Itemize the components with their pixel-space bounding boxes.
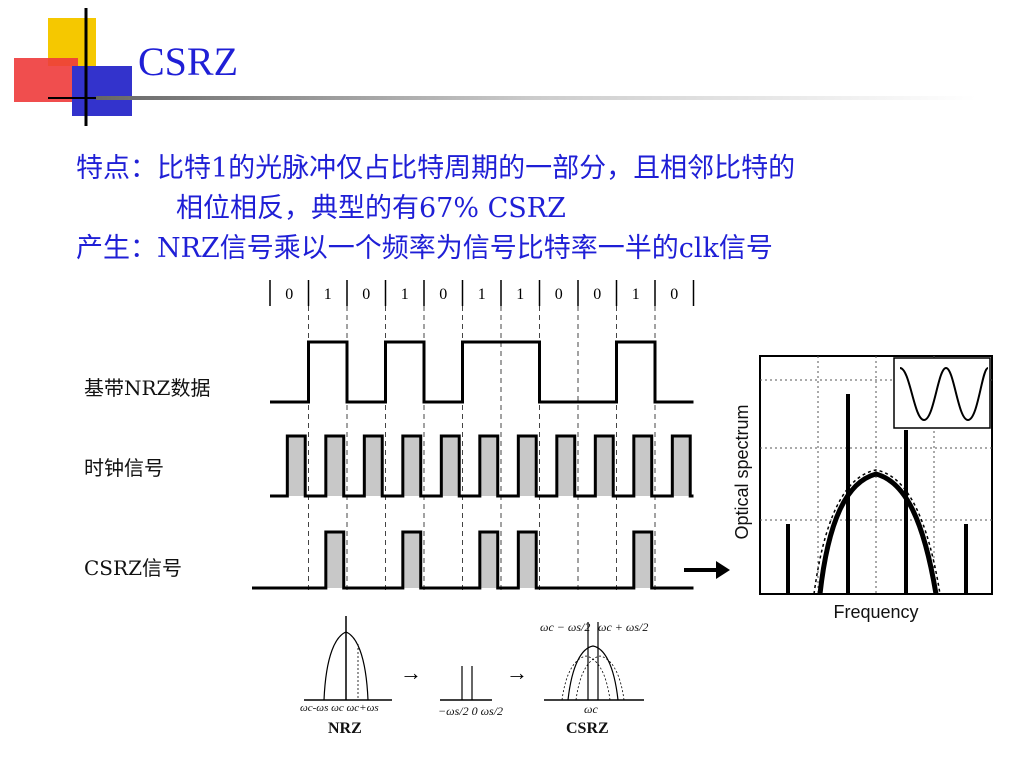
mid-arrow: → <box>506 660 528 685</box>
bit-value: 1 <box>324 286 332 303</box>
waveform-diagram: 0 1 0 1 0 1 1 0 0 1 0 <box>252 280 695 590</box>
bit-value: 0 <box>285 286 293 303</box>
bit-value: 1 <box>632 286 640 303</box>
csrz-pulse-fill <box>325 532 344 588</box>
logo-red-bar <box>14 58 78 102</box>
nrz-axis-label: ωc-ωs ωc ωc+ωs <box>300 702 379 714</box>
label-baseband: 基带NRZ数据 <box>84 376 211 400</box>
clock-pulse-fill <box>479 436 498 496</box>
csrz-bottom-label: CSRZ <box>566 720 609 737</box>
clock-pulse-fill <box>364 436 383 496</box>
mid-axis-label: −ωs/2 0 ωs/2 <box>438 704 504 718</box>
feature-text-2: 相位相反，典型的有67% CSRZ <box>176 193 566 224</box>
csrz-right-marker: ωc + ωs/2 <box>598 620 649 634</box>
clock-pulse-fill <box>556 436 575 496</box>
clock-pulse-fill <box>518 436 537 496</box>
spectrum-envelope-dashed <box>813 469 941 595</box>
mid-spectrum <box>440 666 492 701</box>
bit-value: 0 <box>670 286 678 303</box>
logo-blue-square <box>72 66 132 116</box>
feature-line-1: 特点：比特1的光脉冲仅占比特周期的一部分，且相邻比特的 <box>76 146 795 185</box>
nrz-spectrum <box>304 616 392 701</box>
csrz-pulse-fill <box>518 532 537 588</box>
csrz-pulse-fill <box>479 532 498 588</box>
generation-line: 产生：NRZ信号乘以一个频率为信号比特率一半的clk信号 <box>76 226 773 265</box>
nrz-arrow: → <box>400 660 422 685</box>
generation-text: NRZ信号乘以一个频率为信号比特率一半的clk信号 <box>157 233 773 264</box>
spectrum-plot: Optical spectrum Frequency <box>732 355 993 622</box>
bit-value: 1 <box>478 286 486 303</box>
csrz-left-marker: ωc − ωs/2 <box>540 620 591 634</box>
clock-pulse-fill <box>287 436 306 496</box>
bit-value: 0 <box>439 286 447 303</box>
clock-pulse-fill <box>402 436 421 496</box>
bit-value: 0 <box>362 286 370 303</box>
spectrum-inset <box>893 357 991 429</box>
generation-prefix: 产生： <box>76 233 157 264</box>
clock-pulse-fill <box>595 436 614 496</box>
clock-pulse-fill <box>633 436 652 496</box>
title-underline <box>96 96 976 100</box>
csrz-pulse-fill <box>402 532 421 588</box>
spectrum-xlabel: Frequency <box>833 602 918 622</box>
csrz-spectrum <box>544 622 644 701</box>
slide-title: CSRZ <box>138 39 239 84</box>
feature-prefix: 特点： <box>76 153 157 184</box>
feature-line-2: 相位相反，典型的有67% CSRZ <box>176 186 566 225</box>
bottom-spectrum-diagram: → → <box>304 616 644 701</box>
clock-pulse-fill <box>672 436 691 496</box>
csrz-waveform <box>252 530 694 590</box>
feature-text-1: 比特1的光脉冲仅占比特周期的一部分，且相邻比特的 <box>157 153 796 184</box>
clock-pulse-fill <box>441 436 460 496</box>
clock-waveform <box>270 434 694 498</box>
label-csrz: CSRZ信号 <box>84 556 182 580</box>
bit-value: 0 <box>593 286 601 303</box>
spectrum-envelope-solid <box>817 471 939 595</box>
arrow-to-spectrum <box>684 561 730 579</box>
bit-value: 0 <box>555 286 563 303</box>
csrz-axis-label: ωc <box>584 702 598 716</box>
label-clock: 时钟信号 <box>84 456 164 480</box>
nrz-waveform <box>270 340 694 404</box>
spectrum-ylabel: Optical spectrum <box>732 404 752 539</box>
csrz-pulse-fill <box>633 532 652 588</box>
bit-value: 1 <box>401 286 409 303</box>
nrz-label: NRZ <box>328 720 362 737</box>
clock-pulse-fill <box>325 436 344 496</box>
bit-value: 1 <box>516 286 524 303</box>
corner-logo <box>14 8 140 126</box>
